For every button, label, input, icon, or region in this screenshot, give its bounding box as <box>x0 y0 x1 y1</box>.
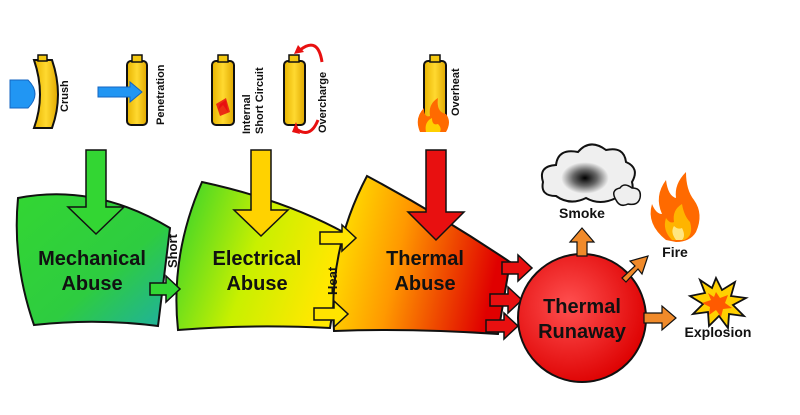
runaway-arrow-1 <box>501 253 534 283</box>
overcharge-label: Overcharge <box>317 72 329 133</box>
runaway-label-2: Runaway <box>538 321 627 343</box>
heat-label: Heat <box>325 266 340 295</box>
electrical-label-1: Electrical <box>213 248 302 270</box>
down-arrow-electrical <box>232 149 290 238</box>
arrow-to-fire <box>621 255 649 283</box>
arrow-to-explosion <box>643 304 677 332</box>
heat-arrow-top <box>319 223 358 253</box>
mechanical-label-2: Abuse <box>61 273 122 295</box>
short-label: Short <box>165 233 180 268</box>
crush-label: Crush <box>59 80 71 112</box>
down-arrow-mechanical <box>66 149 126 236</box>
penetration-icon <box>97 54 148 126</box>
fire-label: Fire <box>662 244 688 260</box>
penetration-label: Penetration <box>155 64 167 125</box>
thermal-label-2: Abuse <box>394 273 455 295</box>
crush-icon <box>9 54 59 129</box>
runaway-arrow-2 <box>489 285 524 315</box>
heat-arrow-bottom <box>313 299 350 329</box>
mechanical-label-1: Mechanical <box>38 248 146 270</box>
thermal-label-1: Thermal <box>386 248 464 270</box>
overcharge-icon <box>283 43 324 134</box>
overheat-label: Overheat <box>450 68 462 116</box>
arrow-to-smoke <box>568 227 596 257</box>
overheat-icon <box>417 54 449 132</box>
runaway-label-1: Thermal <box>543 296 621 318</box>
explosion-icon <box>687 275 749 331</box>
down-arrow-thermal <box>406 149 466 242</box>
explosion-label: Explosion <box>685 324 752 340</box>
smoke-icon <box>540 143 642 207</box>
internal-short-label-2: Short Circuit <box>254 67 266 134</box>
electrical-abuse-shape <box>175 180 347 332</box>
electrical-label-2: Abuse <box>226 273 287 295</box>
fire-icon <box>650 172 700 242</box>
internal-short-icon <box>211 54 235 126</box>
smoke-label: Smoke <box>559 205 605 221</box>
short-arrow <box>149 274 182 304</box>
runaway-arrow-3 <box>485 311 520 341</box>
internal-short-label-1: Internal <box>241 94 253 134</box>
